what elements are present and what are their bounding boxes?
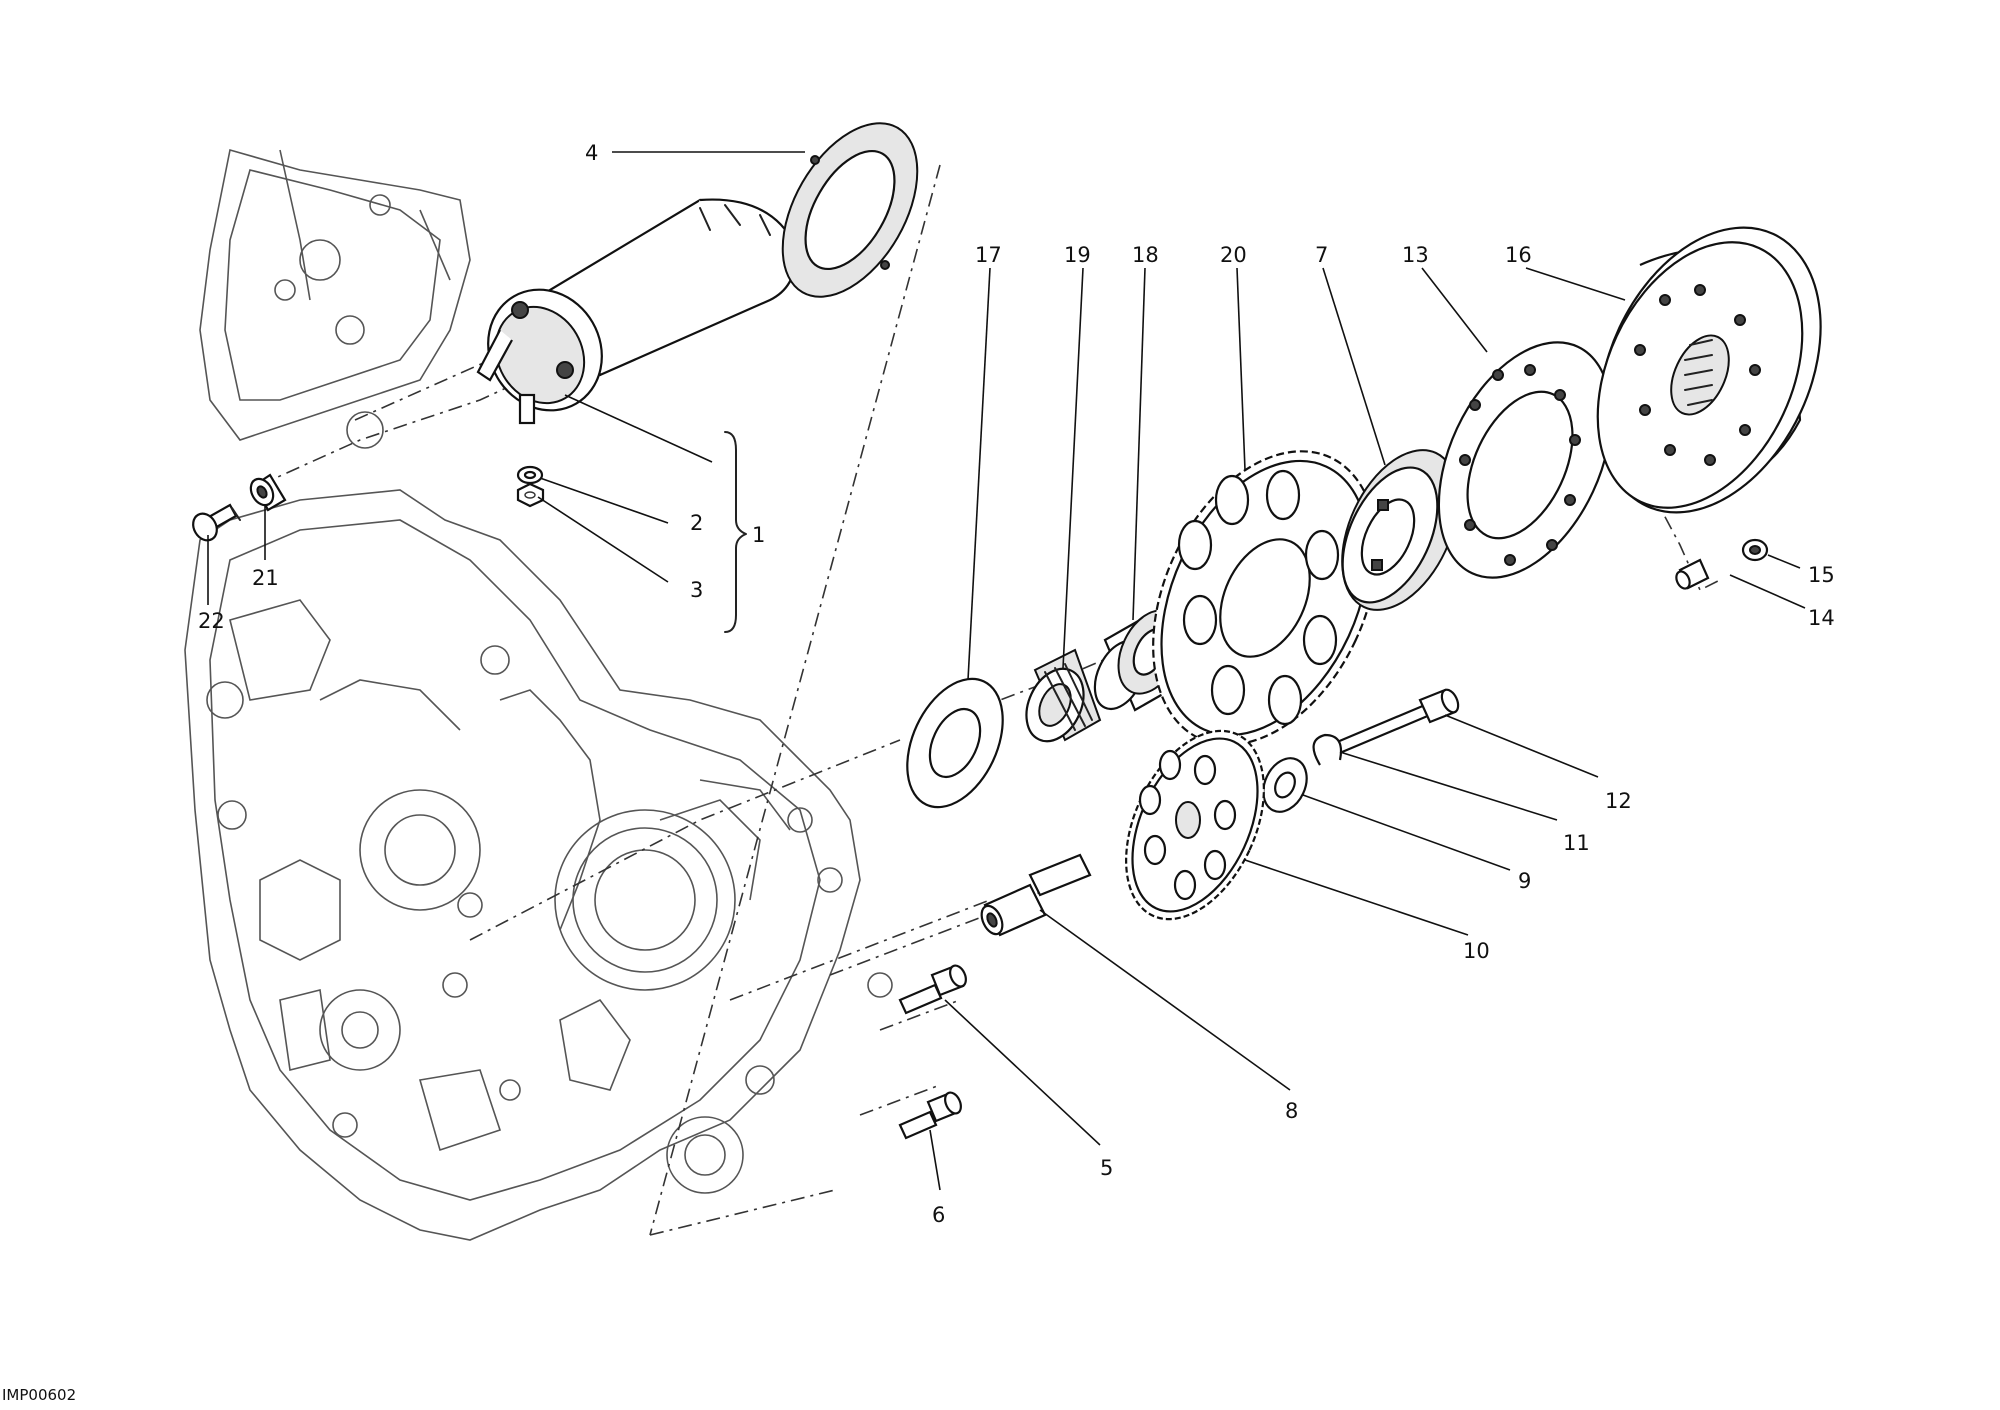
callout-1: 1 (752, 523, 765, 547)
assembly-brace (724, 431, 747, 633)
freewheel-hub-13 (1437, 341, 1613, 579)
leader-lines (207, 151, 1806, 1191)
needle-bearing-19 (1025, 648, 1102, 743)
callout-10: 10 (1463, 939, 1490, 963)
callout-13: 13 (1402, 243, 1429, 267)
double-gear-20 (1152, 450, 1378, 746)
callout-20: 20 (1220, 243, 1247, 267)
freewheel-7 (1341, 449, 1459, 611)
callout-19: 19 (1064, 243, 1091, 267)
callout-5: 5 (1100, 1156, 1113, 1180)
flywheel-16 (1596, 226, 1822, 514)
callout-18: 18 (1132, 243, 1159, 267)
nut-15 (1741, 538, 1769, 562)
circlip-11 (1312, 733, 1343, 766)
callout-14: 14 (1808, 606, 1835, 630)
flange-gasket-4 (781, 122, 919, 298)
callout-11: 11 (1563, 831, 1590, 855)
callout-8: 8 (1285, 1099, 1298, 1123)
callout-21: 21 (252, 566, 279, 590)
idler-gear-10 (1125, 729, 1265, 921)
screw-5 (898, 964, 967, 1015)
thrust-washer-17 (906, 677, 1004, 809)
upper-crankcase-section (199, 148, 471, 449)
callout-numbers: 4 1 2 3 21 22 17 19 18 20 7 13 16 15 14 … (198, 141, 1835, 1227)
callout-6: 6 (932, 1203, 945, 1227)
washer-and-nut-2-3 (516, 465, 545, 508)
callout-22: 22 (198, 609, 225, 633)
gear-shaft-8 (980, 853, 1092, 937)
screw-6 (898, 1091, 962, 1140)
callout-16: 16 (1505, 243, 1532, 267)
screw-22 (192, 503, 241, 542)
dowel-14 (1675, 558, 1710, 590)
callout-12: 12 (1605, 789, 1632, 813)
callout-15: 15 (1808, 563, 1835, 587)
spacer-21 (249, 473, 287, 512)
callout-9: 9 (1518, 869, 1531, 893)
washer-9 (1262, 757, 1308, 813)
drawing-code: IMP00602 (2, 1386, 76, 1404)
crankcase-outline (184, 489, 893, 1241)
screw-12 (1328, 688, 1460, 757)
starter-motor (476, 198, 829, 425)
callout-17: 17 (975, 243, 1002, 267)
callout-7: 7 (1315, 243, 1328, 267)
callout-3: 3 (690, 578, 703, 602)
callout-2: 2 (690, 511, 703, 535)
callout-4: 4 (585, 141, 598, 165)
